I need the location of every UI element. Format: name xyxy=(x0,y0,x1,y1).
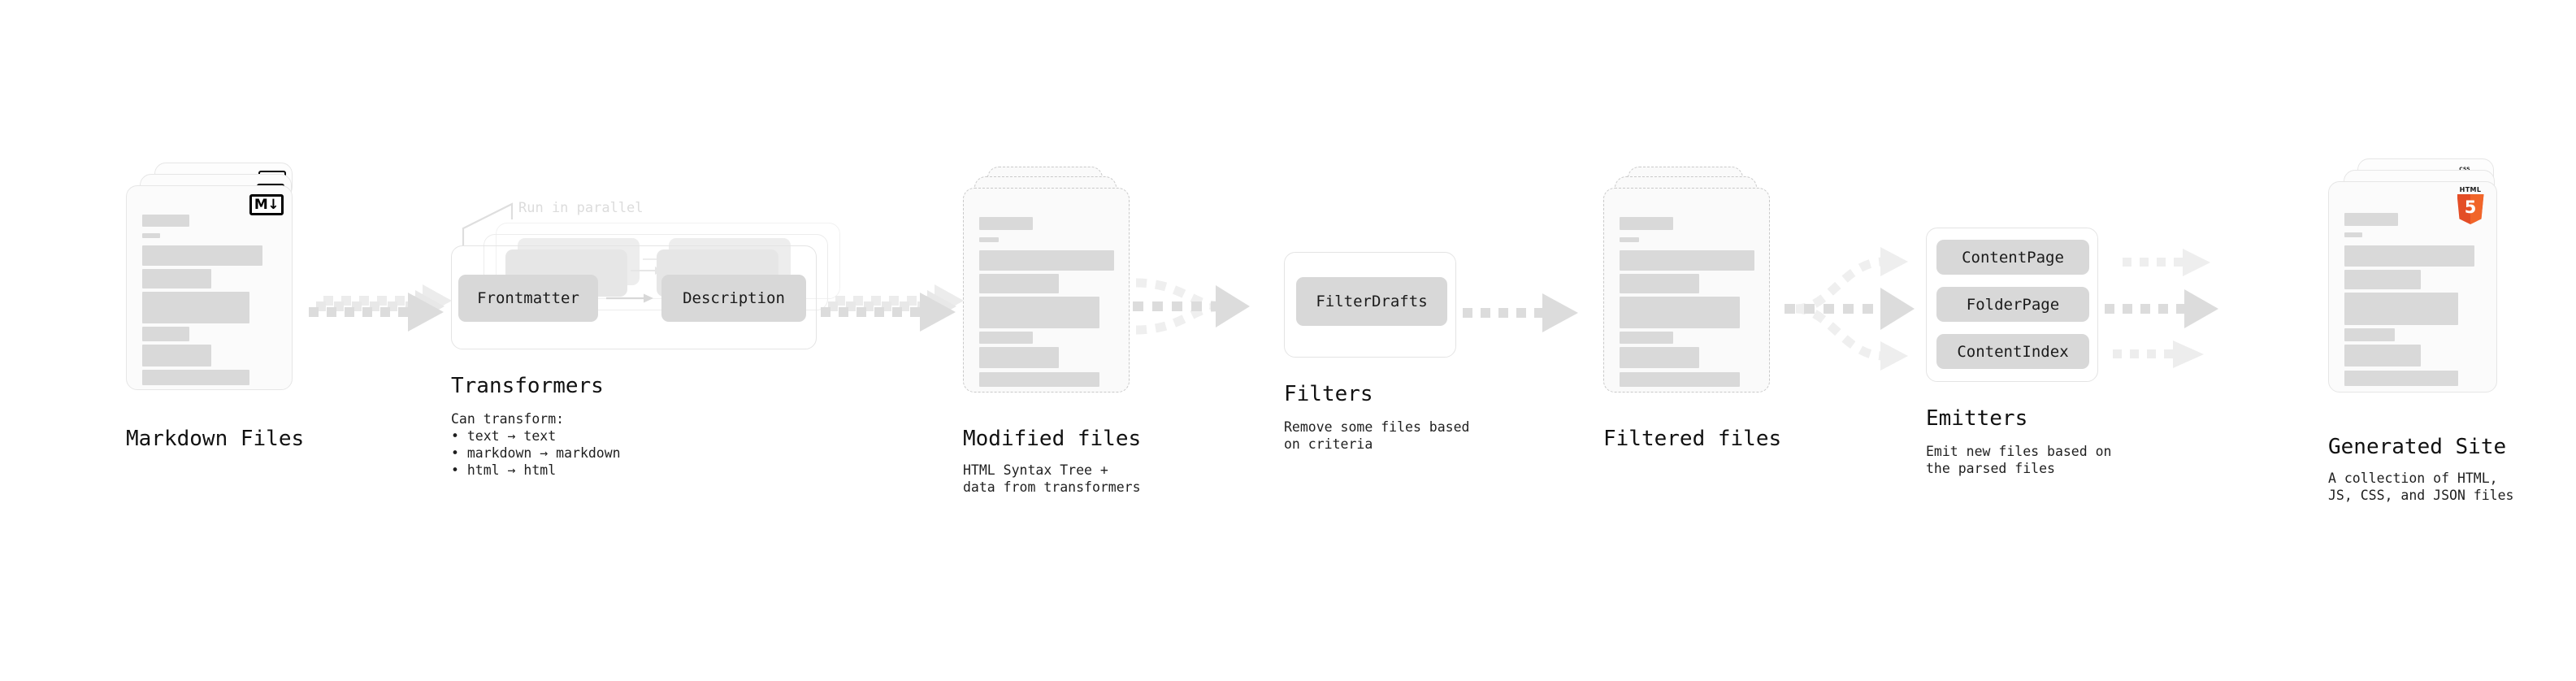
generated-doc-content xyxy=(2329,182,2496,392)
content-bar xyxy=(979,237,999,242)
content-bar xyxy=(1620,250,1754,271)
chip-description[interactable]: Description xyxy=(661,275,806,322)
content-bar xyxy=(142,269,211,288)
connector-emitters-to-site xyxy=(2105,249,2218,368)
generated-site-document-stack: CSS xyxy=(2328,158,2523,443)
content-bar xyxy=(2344,345,2421,367)
content-bar xyxy=(1620,217,1673,230)
stage-title-filtered-files: Filtered files xyxy=(1603,427,1782,451)
stage-modified-files: Modified files HTML Syntax Tree + data f… xyxy=(943,0,1268,681)
content-bar xyxy=(142,215,189,227)
filtered-doc-sheet-front xyxy=(1603,188,1770,393)
stage-subtitle-transformers: Can transform: • text → text • markdown … xyxy=(451,411,621,478)
modified-document-stack xyxy=(963,167,1150,443)
content-bar xyxy=(979,250,1114,271)
emitters-group-box[interactable]: ContentPage FolderPage ContentIndex xyxy=(1926,228,2098,382)
chip-folderpage[interactable]: FolderPage xyxy=(1936,287,2089,322)
html5-badge: HTML 5 xyxy=(2454,187,2487,224)
connector-filtered-to-emitters xyxy=(1785,247,1915,371)
content-bar xyxy=(2344,245,2474,267)
stage-title-modified-files: Modified files xyxy=(963,427,1142,451)
content-bar xyxy=(1620,297,1740,328)
content-bar xyxy=(2344,213,2398,226)
html5-shield: 5 xyxy=(2457,194,2484,224)
md-letter: M xyxy=(254,196,268,213)
content-bar xyxy=(979,217,1033,230)
markdown-doc-sheet-front: M↓ xyxy=(126,185,293,390)
stage-title-generated-site: Generated Site xyxy=(2328,435,2507,459)
stage-markdown-files: M↓ M↓ xyxy=(0,0,325,681)
stage-emitters: ContentPage FolderPage ContentIndex Emit… xyxy=(1926,0,2243,681)
connector-filters-to-filtered xyxy=(1463,293,1578,332)
content-bar xyxy=(142,245,262,266)
stage-subtitle-generated-site: A collection of HTML, JS, CSS, and JSON … xyxy=(2328,471,2514,503)
content-bar xyxy=(979,332,1033,344)
connector-markdown-to-transformers xyxy=(309,284,452,332)
css-label: CSS xyxy=(2459,167,2470,172)
chip-frontmatter[interactable]: Frontmatter xyxy=(458,275,598,322)
content-bar xyxy=(2344,293,2458,325)
content-bar xyxy=(2344,232,2362,237)
stage-subtitle-filters: Remove some files based on criteria xyxy=(1284,419,1470,452)
markdown-doc-content xyxy=(127,186,292,389)
content-bar xyxy=(142,233,160,238)
content-bar xyxy=(1620,237,1639,242)
stage-generated-site: CSS xyxy=(2243,0,2576,681)
content-bar xyxy=(979,372,1099,387)
markdown-document-stack: M↓ M↓ xyxy=(126,163,313,439)
content-bar xyxy=(979,274,1059,293)
content-bar xyxy=(979,297,1099,328)
chip-filterdrafts[interactable]: FilterDrafts xyxy=(1296,277,1447,326)
content-bar xyxy=(142,370,249,385)
generated-doc-sheet-html: HTML 5 xyxy=(2328,181,2497,393)
stage-subtitle-emitters: Emit new files based on the parsed files xyxy=(1926,444,2112,476)
content-bar xyxy=(1620,347,1699,368)
content-bar xyxy=(2344,328,2395,341)
md-arrow: ↓ xyxy=(267,196,280,213)
content-bar xyxy=(979,347,1059,368)
filters-group-box[interactable]: FilterDrafts xyxy=(1284,252,1456,358)
chip-contentpage[interactable]: ContentPage xyxy=(1936,240,2089,275)
stage-transformers: Run in parallel Frontmatter Description xyxy=(439,0,861,681)
transformer-inner-arrow-mid xyxy=(631,267,663,275)
stage-subtitle-modified-files: HTML Syntax Tree + data from transformer… xyxy=(963,462,1141,495)
stage-title-markdown-files: Markdown Files xyxy=(126,427,305,451)
content-bar xyxy=(1620,332,1673,344)
content-bar xyxy=(142,345,211,367)
content-bar xyxy=(1620,372,1740,387)
markdown-badge-front: M↓ xyxy=(249,194,284,215)
connector-transformers-to-modified xyxy=(821,284,964,332)
html5-digit: 5 xyxy=(2464,197,2477,217)
modified-doc-sheet-front xyxy=(963,188,1130,393)
transformer-inner-arrow-front xyxy=(606,293,653,303)
filtered-doc-content xyxy=(1604,189,1769,392)
filtered-document-stack xyxy=(1603,167,1790,443)
content-bar xyxy=(142,292,249,323)
stage-filters: FilterDrafts Filters Remove some files b… xyxy=(1280,0,1572,681)
stage-title-emitters: Emitters xyxy=(1926,406,2028,431)
stage-filtered-files: Filtered files xyxy=(1589,0,1881,681)
content-bar xyxy=(142,327,189,341)
transformer-group-front[interactable]: Frontmatter Description xyxy=(451,245,817,349)
modified-doc-content xyxy=(964,189,1129,392)
stage-title-filters: Filters xyxy=(1284,382,1373,406)
connector-modified-to-filters xyxy=(1133,278,1250,335)
content-bar xyxy=(2344,371,2458,386)
run-in-parallel-label: Run in parallel xyxy=(518,200,644,216)
content-bar xyxy=(1620,274,1699,293)
stage-title-transformers: Transformers xyxy=(451,374,604,398)
run-in-parallel-bracket xyxy=(462,202,514,246)
content-bar xyxy=(2344,270,2421,289)
chip-contentindex[interactable]: ContentIndex xyxy=(1936,334,2089,369)
html5-label: HTML xyxy=(2459,186,2482,193)
